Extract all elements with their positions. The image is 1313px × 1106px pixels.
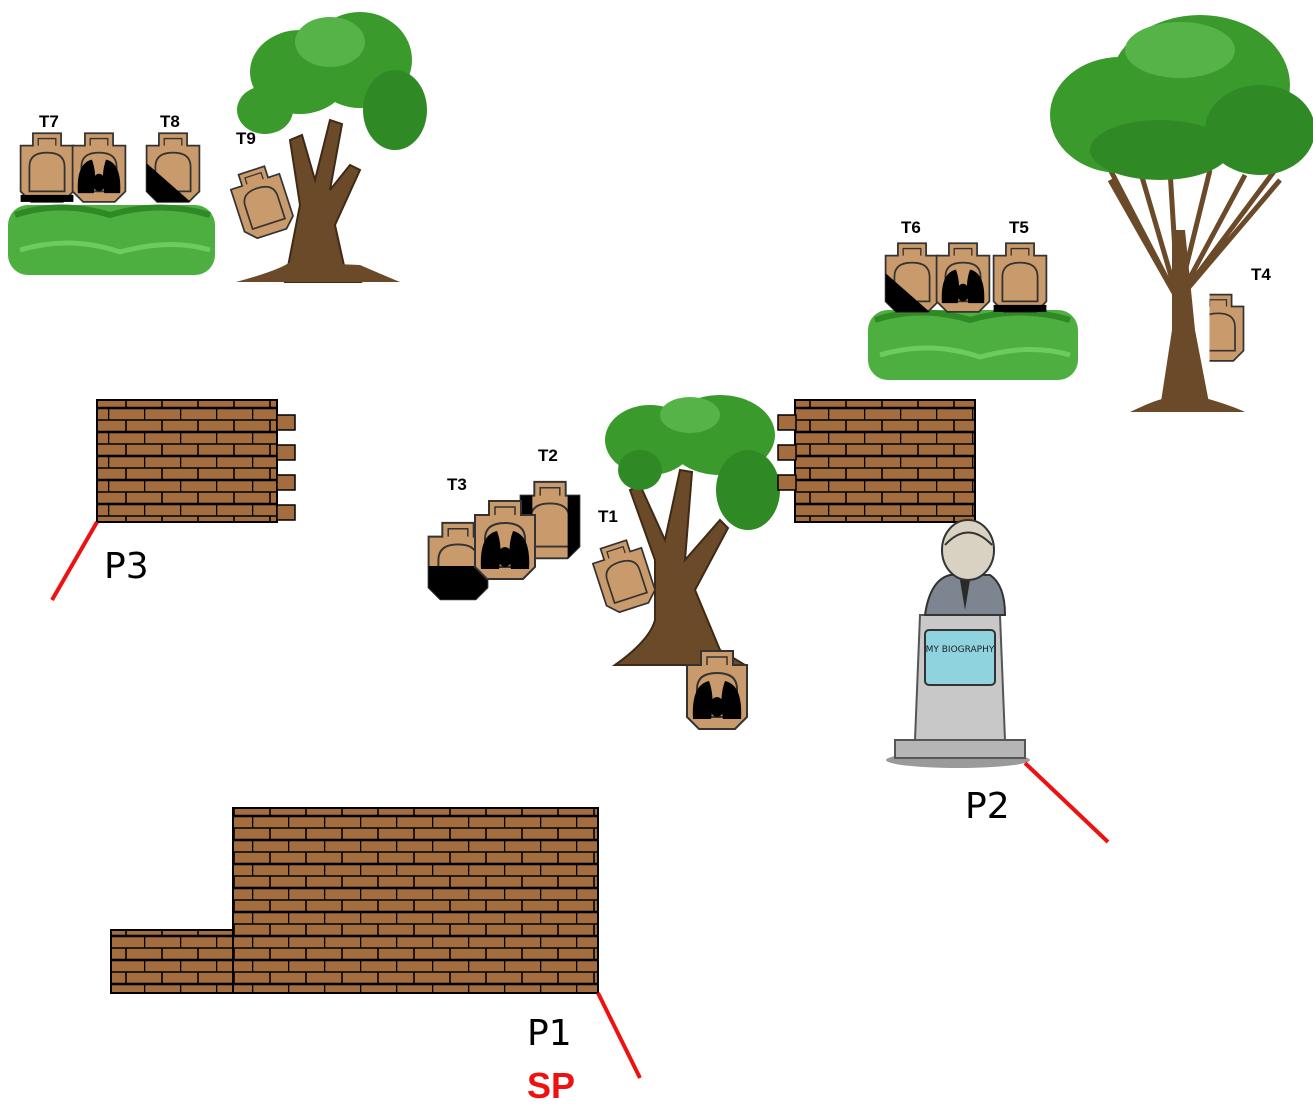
bush-right <box>868 309 1078 380</box>
target-label-t2: T2 <box>538 446 558 465</box>
target-label-t7: T7 <box>39 112 59 131</box>
position-label-p1: P1 <box>527 1013 572 1054</box>
position-label-p2: P2 <box>965 786 1010 827</box>
target-label-t8: T8 <box>160 112 180 131</box>
target-label-t5: T5 <box>1009 218 1029 237</box>
tree-obstacle <box>236 12 427 283</box>
target-t6 <box>884 242 940 313</box>
target-t6-hostage <box>935 242 991 313</box>
target-t3 <box>427 521 489 601</box>
brick-wall-bottom <box>110 807 599 994</box>
brick-wall-center <box>777 399 976 523</box>
target-t9 <box>229 165 294 240</box>
target-t7 <box>19 132 75 203</box>
target-swinger <box>686 650 748 730</box>
start-position-label: SP <box>527 1065 575 1106</box>
target-label-t9: T9 <box>236 129 256 148</box>
fault-line-p2 <box>1023 761 1110 844</box>
position-label-p3: P3 <box>104 546 149 587</box>
target-t4 <box>1209 293 1245 362</box>
target-label-t4: T4 <box>1251 265 1271 284</box>
target-t1 <box>591 539 656 614</box>
fault-line-p3 <box>50 521 99 601</box>
tree-obstacle <box>605 395 780 666</box>
statue-sign: MY BIOGRAPHY <box>926 645 995 655</box>
bush-left <box>8 204 215 275</box>
target-label-t1: T1 <box>598 507 618 526</box>
target-t7-hostage <box>71 132 127 203</box>
brick-wall-left <box>96 399 296 523</box>
fault-line-p1 <box>596 992 642 1079</box>
target-t8 <box>145 132 201 203</box>
target-label-t6: T6 <box>901 218 921 237</box>
tree-obstacle <box>1050 15 1313 412</box>
target-t5 <box>992 242 1048 313</box>
targets-layer <box>19 132 1245 730</box>
target-t2-hostage <box>474 500 536 580</box>
statue-prop: MY BIOGRAPHY <box>886 519 1030 768</box>
target-label-t3: T3 <box>447 475 467 494</box>
